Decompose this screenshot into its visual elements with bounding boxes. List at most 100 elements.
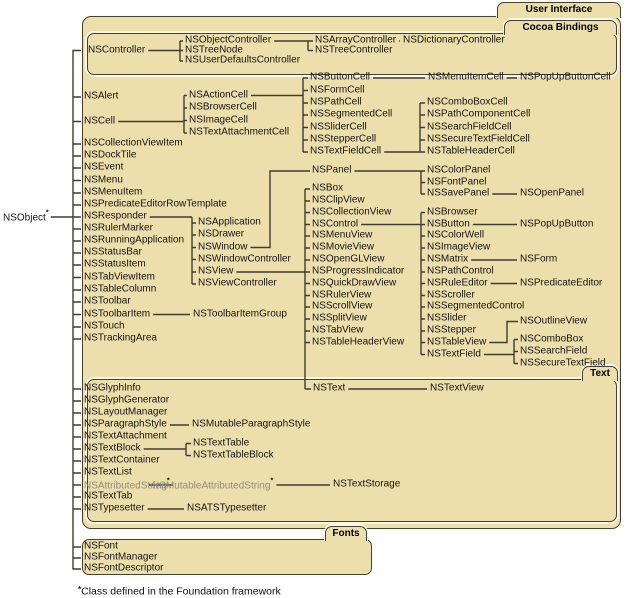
class-nsstatusitem: NSStatusItem [84, 258, 146, 270]
class-nsrulerview: NSRulerView [312, 289, 372, 301]
class-nsoutlineview: NSOutlineView [520, 315, 588, 327]
class-nstexttableblock: NSTextTableBlock [193, 449, 274, 461]
class-nsglyphinfo: NSGlyphInfo [84, 382, 141, 394]
class-nscollectionview: NSCollectionView [312, 206, 392, 218]
class-nscollectionviewitem: NSCollectionViewItem [84, 137, 183, 149]
cocoa-bindings-tab-label: Cocoa Bindings [522, 22, 599, 33]
class-nstextcontainer: NSTextContainer [84, 454, 160, 466]
class-nscolorpanel: NSColorPanel [427, 164, 491, 176]
class-nstextview: NSTextView [430, 382, 484, 394]
class-nsform: NSForm [520, 253, 558, 265]
class-nsimageview: NSImageView [427, 241, 491, 253]
class-nsbutton: NSButton [427, 218, 470, 230]
footnote: *Class defined in the Foundation framewo… [78, 583, 281, 598]
class-nsquickdrawview: NSQuickDrawView [312, 277, 397, 289]
class-nspredicateeditor: NSPredicateEditor [520, 277, 603, 289]
class-nsmenuitemcell: NSMenuItemCell [428, 71, 504, 83]
class-nsfontpanel: NSFontPanel [427, 176, 487, 188]
class-nsevent: NSEvent [84, 161, 124, 173]
cocoa-bindings-tab: Cocoa Bindings [504, 20, 617, 35]
class-nsglyphgenerator: NSGlyphGenerator [84, 394, 170, 406]
class-nssecuretextfield: NSSecureTextField [520, 357, 606, 369]
class-nspopupbutton: NSPopUpButton [520, 218, 594, 230]
class-nssavepanel: NSSavePanel [427, 187, 490, 199]
class-nstextattachmentcell: NSTextAttachmentCell [189, 126, 290, 138]
class-nsbuttoncell: NSButtonCell [310, 71, 371, 83]
class-nstypesetter: NSTypesetter [84, 502, 145, 514]
class-nsmenu: NSMenu [84, 174, 123, 186]
class-nstreenode: NSTreeNode [185, 44, 243, 56]
class-nstabviewitem: NSTabViewItem [84, 271, 155, 283]
class-nstexttable: NSTextTable [193, 437, 250, 449]
class-nsslidercell: NSSliderCell [310, 121, 367, 133]
class-nstouch: NSTouch [84, 320, 125, 332]
class-nstoolbar: NSToolbar [84, 295, 131, 307]
class-nstextfield: NSTextField [427, 348, 481, 360]
class-nsopenpanel: NSOpenPanel [520, 187, 584, 199]
class-nstableheadercell: NSTableHeaderCell [427, 145, 515, 157]
class-nsstatusbar: NSStatusBar [84, 246, 142, 258]
class-nsrulermarker: NSRulerMarker [84, 222, 153, 234]
class-nsmatrix: NSMatrix [427, 253, 469, 265]
class-nstextstorage: NSTextStorage [333, 478, 401, 490]
class-nsmenuview: NSMenuView [312, 229, 373, 241]
class-nsatstypesetter: NSATSTypesetter [187, 502, 267, 514]
class-nscolorwell: NSColorWell [427, 229, 485, 241]
class-nstextlist: NSTextList [84, 466, 132, 478]
class-nsview: NSView [198, 265, 234, 277]
class-nsfontmanager: NSFontManager [84, 551, 158, 563]
class-nsclipview: NSClipView [312, 194, 365, 206]
class-nspredicateeditorrowtemplate: NSPredicateEditorRowTemplate [84, 198, 227, 210]
class-nstabview: NSTabView [312, 324, 364, 336]
class-nsbrowsercell: NSBrowserCell [189, 101, 257, 113]
class-nswindow: NSWindow [198, 241, 248, 253]
class-nsbrowser: NSBrowser [427, 206, 478, 218]
class-nstext: NSText [313, 382, 346, 394]
class-nstreecontroller: NSTreeController [315, 44, 393, 56]
class-nsmutableparagraphstyle: NSMutableParagraphStyle [192, 418, 311, 430]
class-nsparagraphstyle: NSParagraphStyle [84, 418, 167, 430]
class-nsuserdefaultscontroller: NSUserDefaultsController [185, 54, 301, 66]
class-nstextattachment: NSTextAttachment [84, 430, 167, 442]
class-nsapplication: NSApplication [198, 216, 261, 228]
class-nscell: NSCell [84, 115, 116, 127]
class-nsdrawer: NSDrawer [198, 228, 245, 240]
class-nsfontdescriptor: NSFontDescriptor [84, 562, 164, 574]
class-nspopupbuttoncell: NSPopUpButtonCell [520, 71, 611, 83]
class-nssegmentedcell: NSSegmentedCell [310, 108, 393, 120]
class-nsscrollview: NSScrollView [312, 300, 373, 312]
class-nsresponder: NSResponder [84, 210, 147, 222]
class-nsalert: NSAlert [84, 90, 119, 102]
class-nstexttab: NSTextTab [84, 490, 133, 502]
text-tab: Text [582, 366, 618, 381]
class-nssplitview: NSSplitView [312, 312, 367, 324]
class-nsslider: NSSlider [427, 312, 467, 324]
class-nscombobox: NSComboBox [520, 333, 584, 345]
class-nsdictionarycontroller: NSDictionaryController [403, 34, 505, 46]
class-nssecuretextfieldcell: NSSecureTextFieldCell [427, 133, 530, 145]
class-nsimagecell: NSImageCell [189, 114, 248, 126]
class-nsarraycontroller: NSArrayController [315, 34, 397, 46]
class-nscontrol: NSControl [312, 218, 359, 230]
class-nstableheaderview: NSTableHeaderView [312, 336, 405, 348]
class-nstextfieldcell: NSTextFieldCell [310, 145, 382, 157]
class-nscomboboxcell: NSComboBoxCell [427, 96, 508, 108]
class-nsmenuitem: NSMenuItem [84, 186, 143, 198]
class-nstableview: NSTableView [427, 336, 487, 348]
class-nsbox: NSBox [312, 182, 344, 194]
class-nsobject: NSObject* [3, 206, 49, 224]
class-nstoolbaritem: NSToolbarItem [84, 308, 151, 320]
class-nsviewcontroller: NSViewController [198, 277, 277, 289]
class-nsfont: NSFont [84, 540, 118, 552]
class-nsprogressindicator: NSProgressIndicator [312, 265, 405, 277]
user-interface-tab: User Interface [497, 2, 621, 18]
class-nspathcontrol: NSPathControl [427, 265, 494, 277]
class-nssteppercell: NSStepperCell [310, 133, 377, 145]
class-nsruleeditor: NSRuleEditor [427, 277, 488, 289]
class-nsscroller: NSScroller [427, 289, 475, 301]
user-interface-tab-label: User Interface [525, 4, 593, 15]
class-nsrunningapplication: NSRunningApplication [84, 234, 185, 246]
footnote-star: * [78, 584, 82, 594]
